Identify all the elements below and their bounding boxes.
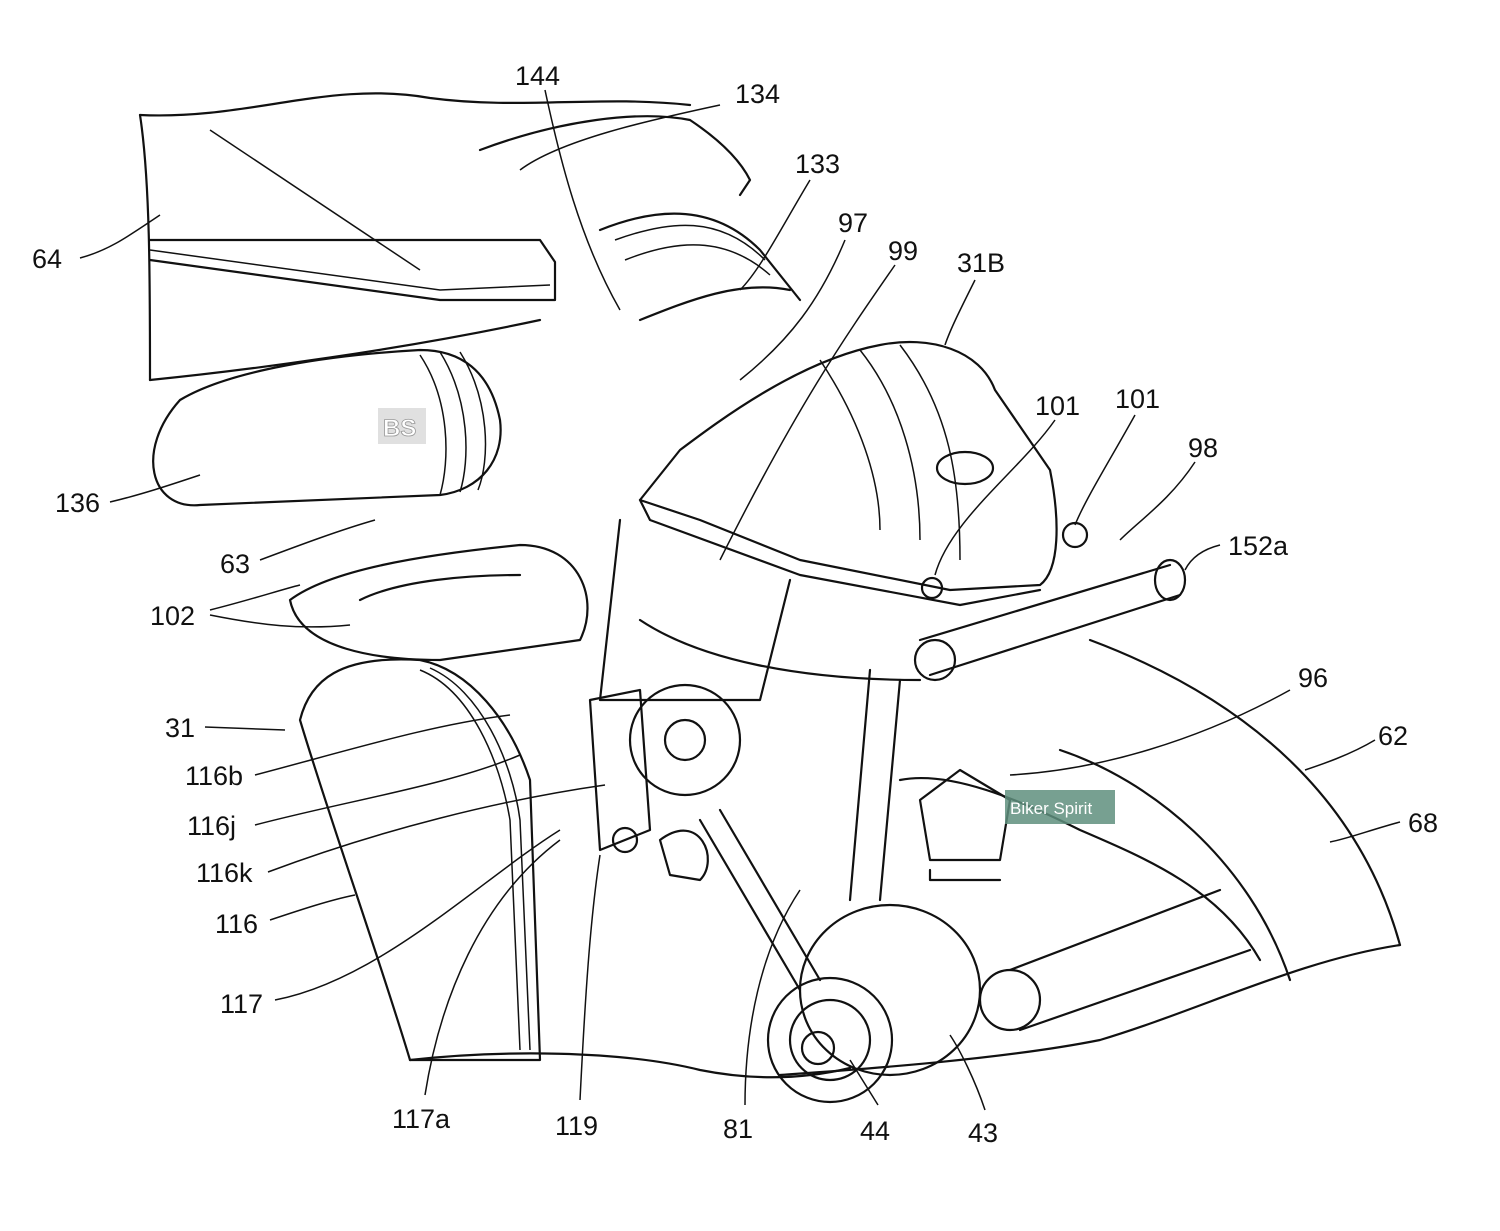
label-97: 97: [838, 208, 868, 238]
label-144: 144: [515, 61, 560, 91]
engine-line-art: [138, 92, 1402, 1104]
label-117: 117: [220, 989, 263, 1019]
label-98: 98: [1188, 433, 1218, 463]
svg-text:BS: BS: [383, 415, 416, 442]
leader-lines: [79, 89, 1401, 1111]
label-31: 31: [165, 713, 195, 743]
label-96: 96: [1298, 663, 1328, 693]
label-134: 134: [735, 79, 780, 109]
label-43: 43: [968, 1118, 998, 1148]
label-116b: 116b: [185, 761, 243, 791]
label-117a: 117a: [392, 1104, 451, 1134]
label-136: 136: [55, 488, 100, 518]
label-81: 81: [723, 1114, 753, 1144]
label-116: 116: [215, 909, 258, 939]
label-68: 68: [1408, 808, 1438, 838]
label-152a: 152a: [1228, 531, 1289, 561]
label-102: 102: [150, 601, 195, 631]
label-62: 62: [1378, 721, 1408, 751]
svg-text:Biker Spirit: Biker Spirit: [1010, 799, 1092, 818]
watermark-biker-spirit: Biker Spirit: [1005, 790, 1115, 824]
label-119: 119: [555, 1111, 598, 1141]
label-64: 64: [32, 244, 62, 274]
watermark-bs: BS: [378, 408, 426, 444]
label-101-b: 101: [1115, 384, 1160, 414]
label-99: 99: [888, 236, 918, 266]
label-133: 133: [795, 149, 840, 179]
label-101-a: 101: [1035, 391, 1080, 421]
label-116j: 116j: [187, 811, 236, 841]
label-116k: 116k: [196, 858, 253, 888]
reference-labels: 144 134 133 97 99 31B 64 101 101 98 152a…: [32, 61, 1438, 1148]
label-31B: 31B: [957, 248, 1005, 278]
label-63: 63: [220, 549, 250, 579]
label-44: 44: [860, 1116, 890, 1146]
